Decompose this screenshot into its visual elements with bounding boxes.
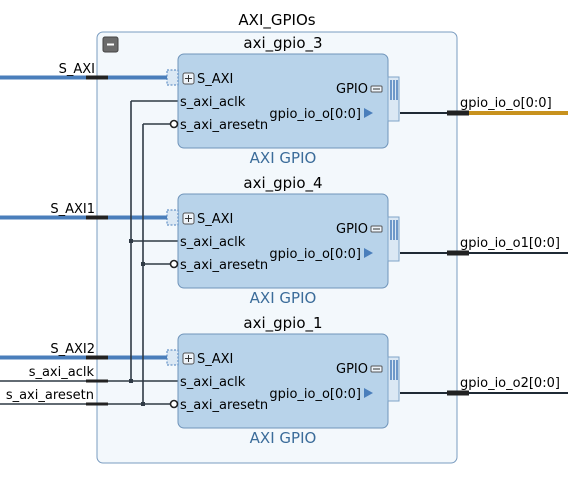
output-arrow-icon xyxy=(364,108,373,118)
pin-label-s-axi-aresetn: s_axi_aresetn xyxy=(180,118,268,133)
net-clock-distribution[interactable] xyxy=(129,100,178,383)
plus-icon xyxy=(182,72,195,85)
pin-label-s-axi: S_AXI xyxy=(197,72,233,87)
pin-label-s-axi-aresetn: s_axi_aresetn xyxy=(180,398,268,413)
ip-block-axi-gpio-3[interactable]: axi_gpio_3 S_AXI s_axi_aclk s_axi_areset… xyxy=(166,34,400,167)
output-arrow-icon xyxy=(364,248,373,258)
pin-label-gpio-io-o: gpio_io_o[0:0] xyxy=(269,387,361,402)
port-label-gpio-io-o2: gpio_io_o2[0:0] xyxy=(460,376,560,391)
reset-inversion-bubble-icon xyxy=(169,119,179,129)
reset-inversion-bubble-icon xyxy=(169,399,179,409)
net-gpio-io-o[interactable] xyxy=(400,110,568,116)
block-type-label: AXI GPIO xyxy=(250,429,317,447)
collapse-minus-icon[interactable] xyxy=(370,225,383,233)
pin-label-s-axi-aclk: s_axi_aclk xyxy=(180,235,246,250)
output-arrow-icon xyxy=(364,388,373,398)
port-label-gpio-io-o1: gpio_io_o1[0:0] xyxy=(460,236,560,251)
s-axi-interface-pin[interactable] xyxy=(166,209,195,226)
pin-label-s-axi: S_AXI xyxy=(197,352,233,367)
pin-label-s-axi: S_AXI xyxy=(197,212,233,227)
pin-label-gpio: GPIO xyxy=(336,82,368,97)
port-label-s-axi: S_AXI xyxy=(59,62,95,77)
block-instance-name: axi_gpio_3 xyxy=(243,34,322,53)
port-label-gpio-io-o: gpio_io_o[0:0] xyxy=(460,96,552,111)
pin-label-s-axi-aclk: s_axi_aclk xyxy=(180,375,246,390)
port-label-s-axi-aresetn: s_axi_aresetn xyxy=(6,388,94,403)
net-gpio-io-o2[interactable] xyxy=(400,390,568,396)
collapse-button[interactable] xyxy=(102,36,119,53)
pin-label-gpio-io-o: gpio_io_o[0:0] xyxy=(269,107,361,122)
gpio-interface-pin[interactable] xyxy=(387,356,400,402)
reset-inversion-bubble-icon xyxy=(169,259,179,269)
net-s-axi1[interactable] xyxy=(0,215,172,220)
port-label-s-axi2: S_AXI2 xyxy=(50,342,95,357)
s-axi-interface-pin[interactable] xyxy=(166,69,195,86)
pin-label-gpio-io-o: gpio_io_o[0:0] xyxy=(269,247,361,262)
ip-block-axi-gpio-1[interactable]: axi_gpio_1 S_AXI s_axi_aclk s_axi_areset… xyxy=(166,314,400,447)
net-s-axi-aclk[interactable] xyxy=(0,379,131,383)
port-label-s-axi-aclk: s_axi_aclk xyxy=(29,365,95,380)
net-gpio-io-o1[interactable] xyxy=(400,250,568,256)
block-instance-name: axi_gpio_4 xyxy=(243,174,322,193)
plus-icon xyxy=(182,352,195,365)
net-s-axi2[interactable] xyxy=(0,355,172,360)
pin-label-gpio: GPIO xyxy=(336,362,368,377)
collapse-minus-icon[interactable] xyxy=(370,365,383,373)
net-s-axi[interactable] xyxy=(0,75,172,80)
collapse-minus-icon[interactable] xyxy=(370,85,383,93)
pin-label-s-axi-aclk: s_axi_aclk xyxy=(180,95,246,110)
net-reset-distribution[interactable] xyxy=(141,123,172,406)
plus-icon xyxy=(182,212,195,225)
hierarchy-title: AXI_GPIOs xyxy=(238,11,315,30)
pin-label-s-axi-aresetn: s_axi_aresetn xyxy=(180,258,268,273)
block-type-label: AXI GPIO xyxy=(250,149,317,167)
pin-label-gpio: GPIO xyxy=(336,222,368,237)
port-label-s-axi1: S_AXI1 xyxy=(50,202,95,217)
block-instance-name: axi_gpio_1 xyxy=(243,314,322,333)
gpio-interface-pin[interactable] xyxy=(387,216,400,262)
s-axi-interface-pin[interactable] xyxy=(166,349,195,366)
block-type-label: AXI GPIO xyxy=(250,289,317,307)
gpio-interface-pin[interactable] xyxy=(387,76,400,122)
net-s-axi-aresetn[interactable] xyxy=(0,402,143,406)
ip-block-axi-gpio-4[interactable]: axi_gpio_4 S_AXI s_axi_aclk s_axi_areset… xyxy=(166,174,400,307)
